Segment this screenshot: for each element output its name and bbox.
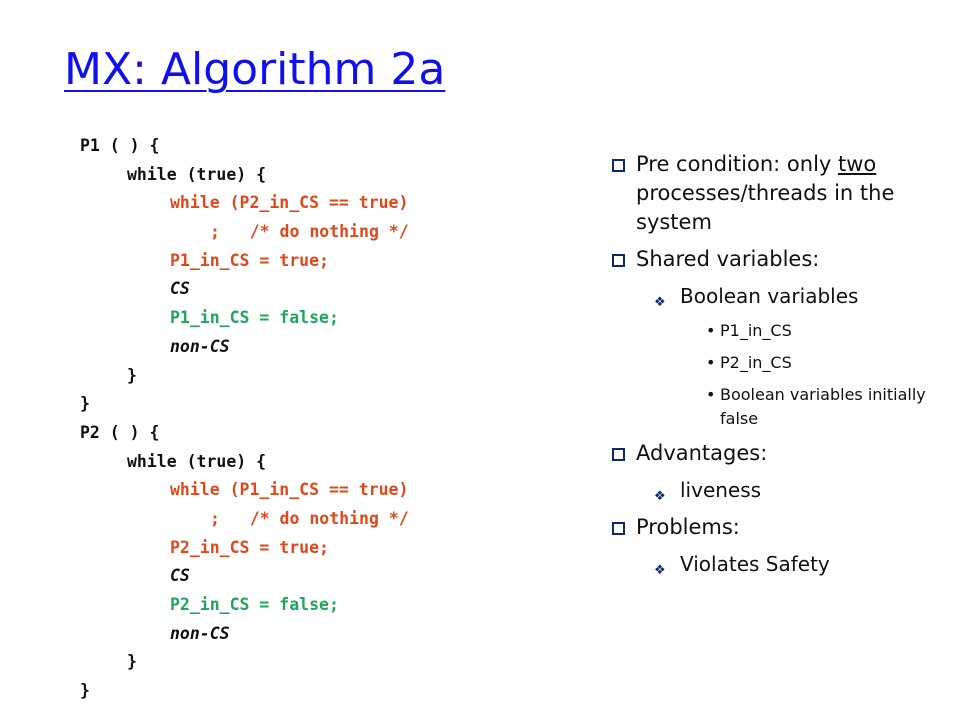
bullet-text: Pre condition: only — [636, 152, 839, 176]
bullet-boolean-variables: ❖ Boolean variables — [612, 282, 942, 311]
diamond-bullet-icon: ❖ — [654, 295, 666, 310]
bullet-text: Problems: — [636, 515, 740, 539]
square-bullet-icon — [612, 448, 625, 461]
code-line: P1_in_CS = true; — [170, 250, 329, 270]
square-bullet-icon — [612, 522, 625, 535]
code-line: while (true) { — [127, 451, 267, 471]
bullet-initially-false: • Boolean variables initially false — [612, 383, 942, 431]
code-line: CS — [170, 566, 190, 586]
code-line: while (P2_in_CS == true) — [170, 193, 409, 213]
code-line: P2_in_CS = true; — [170, 537, 329, 557]
dot-bullet-icon: • — [706, 353, 716, 372]
code-line: while (true) { — [127, 164, 267, 184]
bullet-liveness: ❖ liveness — [612, 476, 942, 505]
code-line: non-CS — [170, 336, 230, 356]
bullet-p1-in-cs: • P1_in_CS — [612, 319, 942, 343]
dot-bullet-icon: • — [706, 385, 716, 404]
square-bullet-icon — [612, 254, 625, 267]
code-line: P2_in_CS = false; — [170, 595, 339, 614]
code-line: } — [80, 394, 90, 414]
bullet-shared-variables: Shared variables: — [612, 245, 942, 274]
code-line: P2 ( ) { — [80, 422, 160, 442]
bullet-text: liveness — [680, 478, 762, 502]
bullet-violates-safety: ❖ Violates Safety — [612, 550, 942, 579]
code-line: CS — [170, 279, 190, 299]
code-line: P1_in_CS = false; — [170, 308, 339, 328]
bullet-text: Shared variables: — [636, 247, 820, 271]
bullet-text: Violates Safety — [680, 552, 830, 576]
code-line: } — [80, 681, 90, 701]
dot-bullet-icon: • — [706, 321, 716, 340]
code-line: ; /* do nothing */ — [210, 508, 409, 528]
bullet-list: Pre condition: only two processes/thread… — [612, 150, 942, 587]
slide-title: MX: Algorithm 2a — [64, 44, 446, 95]
code-line: } — [127, 365, 137, 385]
diamond-bullet-icon: ❖ — [654, 563, 666, 578]
underlined-word: two — [838, 152, 877, 176]
bullet-precondition: Pre condition: only two processes/thread… — [612, 150, 942, 237]
bullet-text: P1_in_CS — [720, 321, 792, 340]
code-line: ; /* do nothing */ — [210, 222, 409, 242]
bullet-text: Boolean variables — [680, 284, 859, 308]
bullet-p2-in-cs: • P2_in_CS — [612, 351, 942, 375]
code-line: non-CS — [170, 623, 230, 643]
bullet-advantages: Advantages: — [612, 439, 942, 468]
code-line: } — [127, 652, 137, 672]
code-block: P1 ( ) { while (true) { while (P2_in_CS … — [80, 132, 409, 706]
bullet-text: P2_in_CS — [720, 353, 792, 372]
code-line: while (P1_in_CS == true) — [170, 480, 409, 500]
bullet-problems: Problems: — [612, 513, 942, 542]
square-bullet-icon — [612, 159, 625, 172]
diamond-bullet-icon: ❖ — [654, 489, 666, 504]
bullet-text: processes/threads in the system — [636, 181, 895, 234]
bullet-text: Advantages: — [636, 441, 768, 465]
code-line: P1 ( ) { — [80, 136, 160, 155]
bullet-text: Boolean variables initially false — [720, 385, 926, 428]
